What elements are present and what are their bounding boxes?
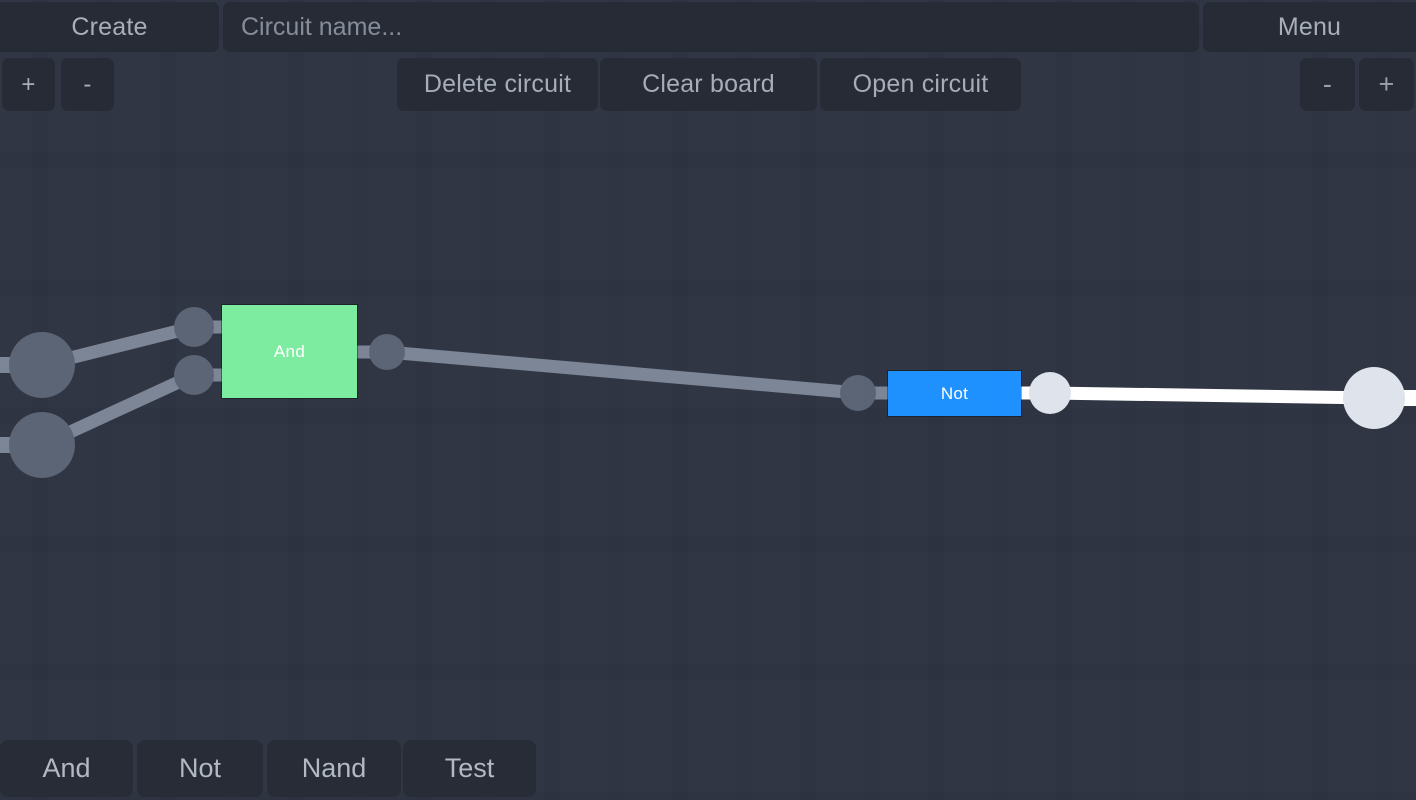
delete-circuit-button[interactable]: Delete circuit [397,58,598,111]
node-circuit-output[interactable] [1343,367,1405,429]
wire[interactable] [1049,386,1375,405]
add-input-button[interactable]: + [2,58,55,111]
wire[interactable] [386,345,859,400]
gate-label: And [273,341,306,361]
node-gate-output[interactable] [369,334,405,370]
palette-item-not[interactable]: Not [137,740,263,797]
remove-input-button[interactable]: - [61,58,114,111]
node-gate-input[interactable] [174,355,214,395]
gate-label: Not [940,383,969,403]
zoom-in-button[interactable]: + [1359,58,1414,111]
node-gate-input[interactable] [174,307,214,347]
node-circuit-input[interactable] [9,412,75,478]
open-circuit-button[interactable]: Open circuit [820,58,1021,111]
node-gate-input[interactable] [840,375,876,411]
create-button[interactable]: Create [0,2,219,52]
palette-item-and[interactable]: And [0,740,133,797]
clear-board-button[interactable]: Clear board [600,58,817,111]
node-gate-output[interactable] [1029,372,1071,414]
gate-and[interactable]: And [222,305,357,398]
palette-item-nand[interactable]: Nand [267,740,401,797]
menu-button[interactable]: Menu [1203,2,1416,52]
palette-item-test[interactable]: Test [403,740,536,797]
gate-not[interactable]: Not [888,371,1021,416]
circuit-name-input[interactable] [223,2,1199,52]
zoom-out-button[interactable]: - [1300,58,1355,111]
node-circuit-input[interactable] [9,332,75,398]
